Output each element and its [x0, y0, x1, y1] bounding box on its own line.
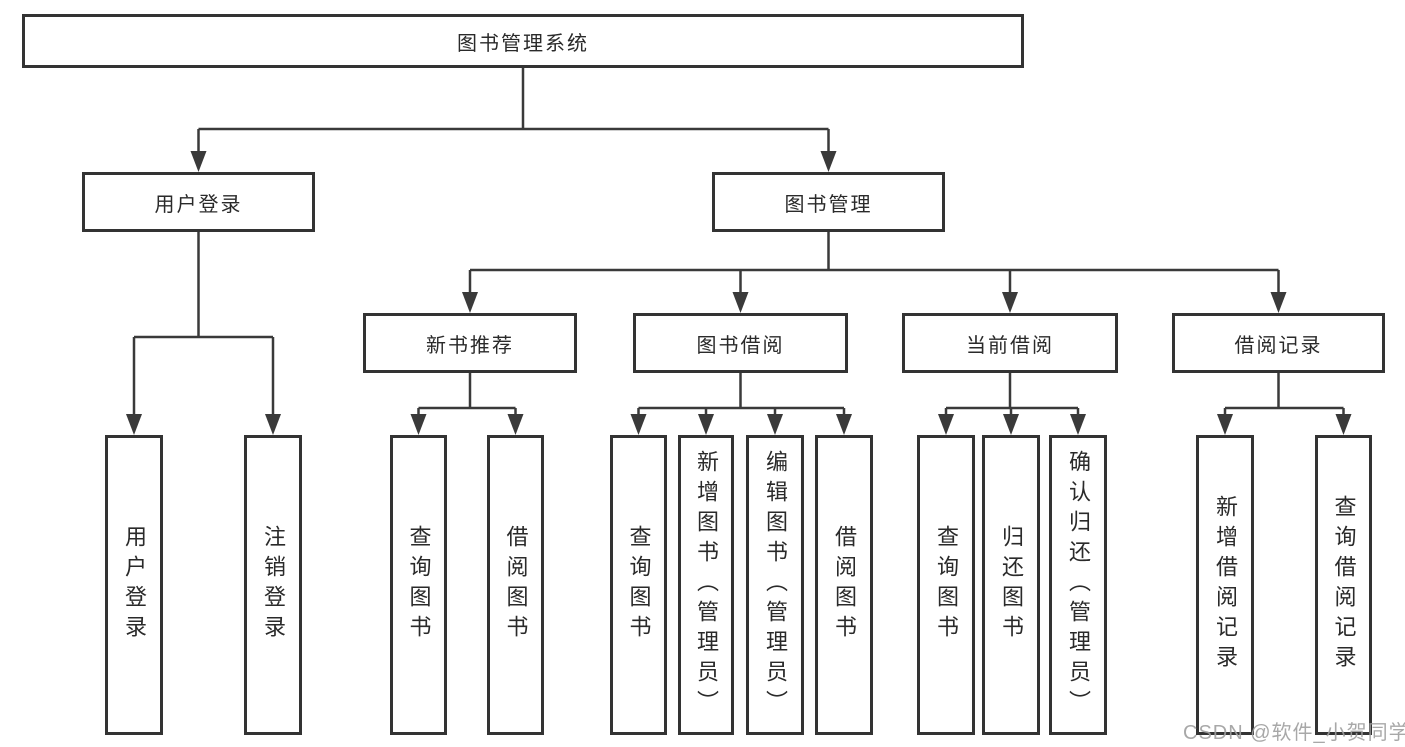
leaf-add-borrow-record: 新增借阅记录 — [1196, 435, 1254, 735]
node-user-login: 用户登录 — [82, 172, 315, 232]
leaf-logout: 注销登录 — [244, 435, 302, 735]
leaf-add-books-admin: 新增图书（管理员） — [678, 435, 734, 735]
leaf-edit-books-admin: 编辑图书（管理员） — [746, 435, 804, 735]
leaf-query-books-current: 查询图书 — [917, 435, 975, 735]
leaf-confirm-return-admin: 确认归还（管理员） — [1049, 435, 1107, 735]
leaf-query-borrow-record: 查询借阅记录 — [1315, 435, 1372, 735]
leaf-query-books-recommend: 查询图书 — [390, 435, 447, 735]
node-current-borrow: 当前借阅 — [902, 313, 1118, 373]
leaf-return-books: 归还图书 — [982, 435, 1040, 735]
node-borrow-records: 借阅记录 — [1172, 313, 1385, 373]
node-new-book-recommend: 新书推荐 — [363, 313, 577, 373]
node-book-management: 图书管理 — [712, 172, 945, 232]
node-book-borrow: 图书借阅 — [633, 313, 848, 373]
leaf-user-login: 用户登录 — [105, 435, 163, 735]
leaf-query-books-borrow: 查询图书 — [610, 435, 667, 735]
node-root-library-system: 图书管理系统 — [22, 14, 1024, 68]
arrowheads — [126, 151, 1352, 435]
leaf-borrow-books: 借阅图书 — [815, 435, 873, 735]
csdn-watermark: CSDN @软件_小贺同学 — [1183, 722, 1405, 744]
leaf-borrow-books-recommend: 借阅图书 — [487, 435, 544, 735]
